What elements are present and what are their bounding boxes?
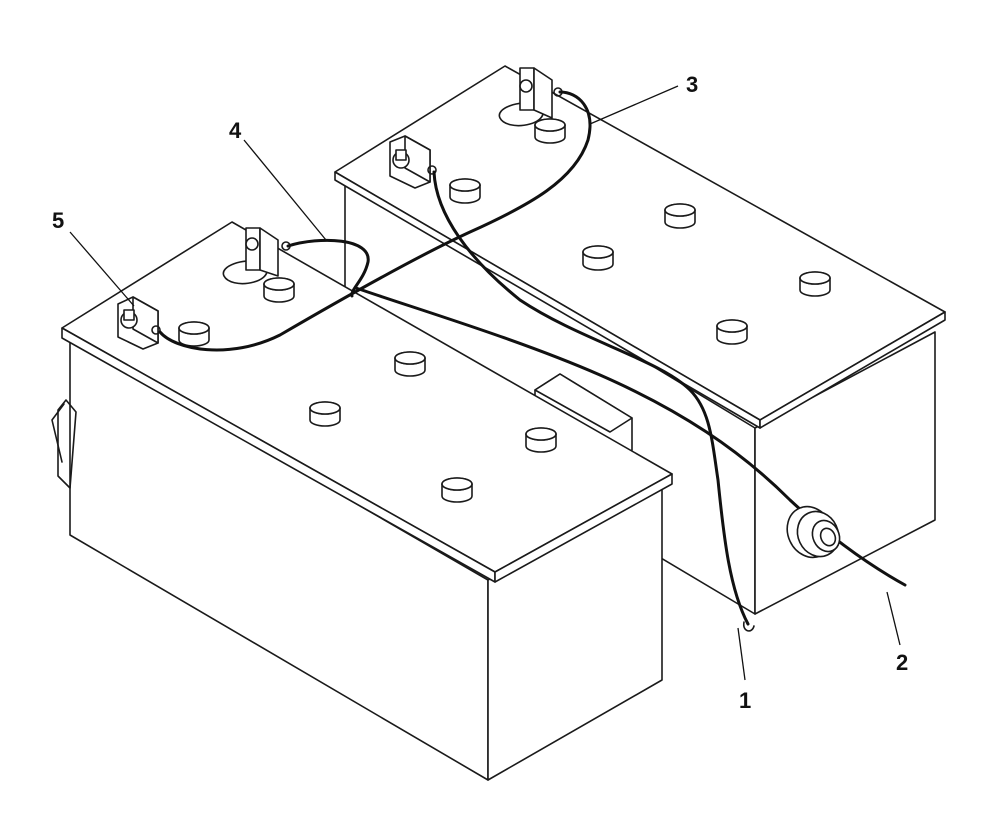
battery-front [51, 221, 673, 781]
battery-front-terminal-positive [222, 227, 291, 285]
callout-2: 2 [896, 650, 908, 675]
battery-rear-lid-side-edge [759, 311, 946, 429]
battery-rear-terminal-positive [498, 67, 563, 127]
leader-lines [69, 85, 901, 681]
battery-rear-terminal-negative [389, 135, 437, 189]
callout-4: 4 [229, 118, 242, 143]
battery-front-terminal-negative [117, 296, 161, 350]
callout-3: 3 [686, 72, 698, 97]
battery-front-vent-caps [178, 277, 557, 503]
leader-4 [243, 139, 327, 241]
battery-front-lid-side-edge [494, 473, 673, 583]
leader-5 [69, 231, 135, 307]
cable-rear-positive [158, 90, 592, 352]
callout-5: 5 [52, 208, 64, 233]
cable-grommet [786, 505, 841, 559]
callout-1: 1 [739, 688, 751, 713]
leader-1 [737, 627, 746, 681]
leader-2 [886, 591, 901, 646]
cable-1 [432, 170, 750, 626]
leader-3 [589, 85, 679, 125]
callout-labels: 1 2 3 4 5 [52, 72, 908, 713]
battery-rear-vent-caps [449, 118, 831, 345]
battery-front-handle [51, 399, 77, 489]
